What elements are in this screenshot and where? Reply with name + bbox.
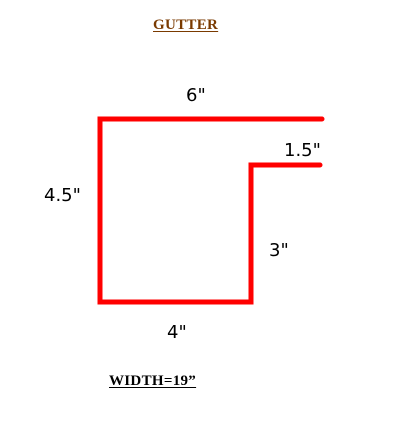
- dimension-back-height-label: 4.5": [44, 185, 81, 206]
- dimension-front-height-label: 3": [269, 240, 289, 261]
- dimension-top-label: 6": [186, 85, 206, 106]
- dimension-bottom-label: 4": [167, 322, 187, 343]
- dimension-lip-label: 1.5": [284, 140, 321, 161]
- width-caption: WIDTH=19”: [109, 373, 197, 389]
- gutter-profile-line: [97, 116, 325, 305]
- diagram-title: GUTTER: [153, 17, 219, 33]
